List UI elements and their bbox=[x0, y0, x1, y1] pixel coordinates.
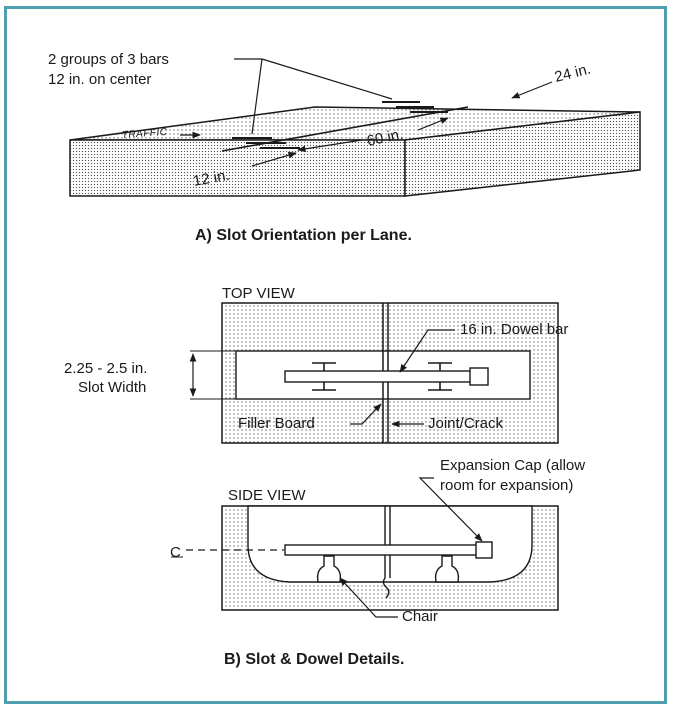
dowel-bar-label: 16 in. Dowel bar bbox=[460, 321, 568, 338]
slab-perspective bbox=[69, 106, 641, 197]
bar-group-note-line1: 2 groups of 3 bars bbox=[48, 51, 169, 68]
dim-24-label: 24 in. bbox=[553, 61, 593, 86]
expansion-cap-line1: Expansion Cap (allow bbox=[440, 457, 585, 474]
dim-12-arrow bbox=[251, 151, 297, 167]
top-view-expansion-cap bbox=[469, 367, 489, 386]
chair-leader bbox=[339, 577, 398, 618]
side-view-title: SIDE VIEW bbox=[228, 487, 306, 504]
joint-crack-label: Joint/Crack bbox=[428, 415, 504, 432]
dim-60-arrow-right bbox=[417, 117, 449, 131]
dowel-bar-leader bbox=[399, 329, 455, 373]
side-view-chairs bbox=[316, 555, 460, 583]
bar-group-note-line2: 12 in. on center bbox=[48, 71, 151, 88]
traffic-label: TRAFFIC bbox=[121, 127, 168, 141]
filler-board-label: Filler Board bbox=[238, 415, 315, 432]
side-view-joint-left bbox=[382, 506, 390, 599]
chair-label: Chair bbox=[402, 608, 438, 625]
top-view-dowel-bar bbox=[284, 370, 486, 383]
caption-a: A) Slot Orientation per Lane. bbox=[195, 227, 412, 244]
side-view-dowel-bar bbox=[284, 544, 486, 556]
slot-width-line2: Slot Width bbox=[78, 379, 146, 396]
dim-60-arrow-left bbox=[297, 139, 363, 153]
slot-width-line1: 2.25 - 2.5 in. bbox=[64, 360, 147, 377]
dowel-group-right bbox=[382, 101, 448, 113]
filler-board-leader bbox=[350, 403, 382, 425]
caption-b: B) Slot & Dowel Details. bbox=[224, 651, 404, 668]
expansion-cap-leader bbox=[418, 477, 483, 542]
dim-24-arrow bbox=[511, 81, 553, 99]
dim-12-label: 12 in. bbox=[192, 167, 231, 190]
centerline-symbol: C bbox=[170, 544, 181, 561]
side-view-expansion-cap bbox=[475, 541, 493, 559]
expansion-cap-line2: room for expansion) bbox=[440, 477, 573, 494]
dowel-group-left bbox=[232, 137, 300, 149]
top-view-title: TOP VIEW bbox=[222, 285, 296, 302]
top-view-chairs bbox=[312, 362, 452, 391]
note-leaders bbox=[234, 58, 393, 135]
slab-side-face bbox=[404, 111, 641, 197]
